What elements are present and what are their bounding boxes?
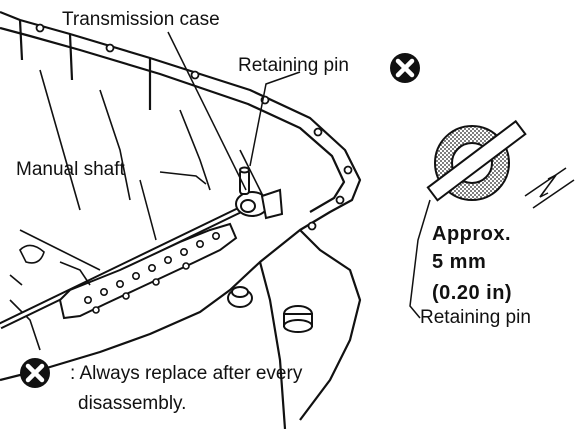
label-size-in: (0.20 in) [432,282,513,304]
shaft-boss [235,188,284,220]
label-manual-shaft: Manual shaft [16,159,125,180]
flange-bolts [35,23,353,231]
label-approx: Approx. [432,223,512,245]
lower-left-details [9,244,91,286]
manual-shaft [0,204,246,330]
label-retaining-pin: Retaining pin [238,55,349,76]
transmission-case-housing [0,10,362,429]
legend-note-line1: : Always replace after every [70,363,303,384]
label-transmission-case: Transmission case [62,9,220,30]
pin-detail-view [409,119,575,319]
label-size-mm: 5 mm [432,251,487,273]
leader-lines [139,31,301,241]
replace-x-icon-legend [20,358,50,388]
label-retaining-pin-detail: Retaining pin [420,307,531,328]
lower-fittings [227,286,313,333]
replace-x-icon [390,53,420,83]
detent-plate [58,222,238,320]
case-ribs [9,69,271,351]
retaining-pin [239,166,250,195]
legend-note-line2: disassembly. [78,393,187,414]
